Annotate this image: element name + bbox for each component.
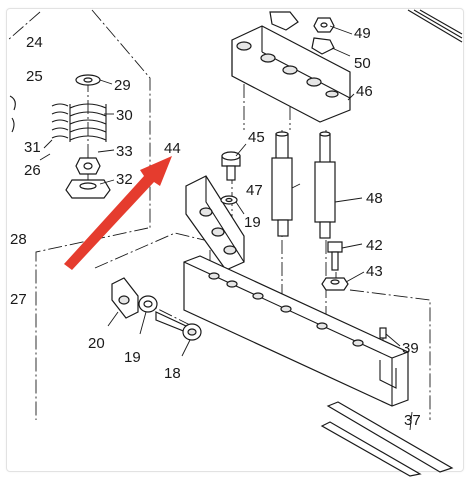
callout-19-lower: 19 — [124, 349, 141, 366]
callout-46: 46 — [356, 83, 373, 100]
pin-39 — [379, 327, 387, 339]
callout-19-upper: 19 — [244, 214, 261, 231]
callout-45: 45 — [248, 129, 265, 146]
highlight-arrow — [64, 156, 172, 270]
callout-25: 25 — [26, 68, 43, 85]
callout-24: 24 — [26, 34, 43, 51]
leader-lines — [39, 25, 413, 431]
callout-18: 18 — [164, 365, 181, 382]
callout-48: 48 — [366, 190, 383, 207]
rails-37 — [320, 401, 454, 477]
callout-49: 49 — [354, 25, 371, 42]
shafts — [271, 131, 336, 239]
parts-20-19-18 — [111, 277, 202, 341]
callout-33: 33 — [116, 143, 133, 160]
corner-hatch — [407, 9, 463, 43]
callout-42: 42 — [366, 237, 383, 254]
callout-26: 26 — [24, 162, 41, 179]
callout-37: 37 — [404, 412, 421, 429]
callout-28: 28 — [10, 231, 27, 248]
bolt-42-43 — [321, 241, 349, 291]
callout-27: 27 — [10, 291, 27, 308]
bracket-46 — [231, 11, 351, 123]
callout-39: 39 — [402, 340, 419, 357]
callout-47: 47 — [246, 182, 263, 199]
base-rail — [183, 255, 409, 407]
callout-43: 43 — [366, 263, 383, 280]
callout-29: 29 — [114, 77, 131, 94]
spring-assembly — [9, 74, 111, 199]
callout-50: 50 — [354, 55, 371, 72]
callout-30: 30 — [116, 107, 133, 124]
callout-labels: 24 25 29 30 31 33 26 32 44 45 19 47 48 4… — [10, 25, 421, 429]
red-arrow-icon — [64, 156, 172, 270]
callout-32: 32 — [116, 171, 133, 188]
callout-44: 44 — [164, 140, 181, 157]
bracket-44 — [185, 151, 245, 271]
callout-20: 20 — [88, 335, 105, 352]
callout-31: 31 — [24, 139, 41, 156]
